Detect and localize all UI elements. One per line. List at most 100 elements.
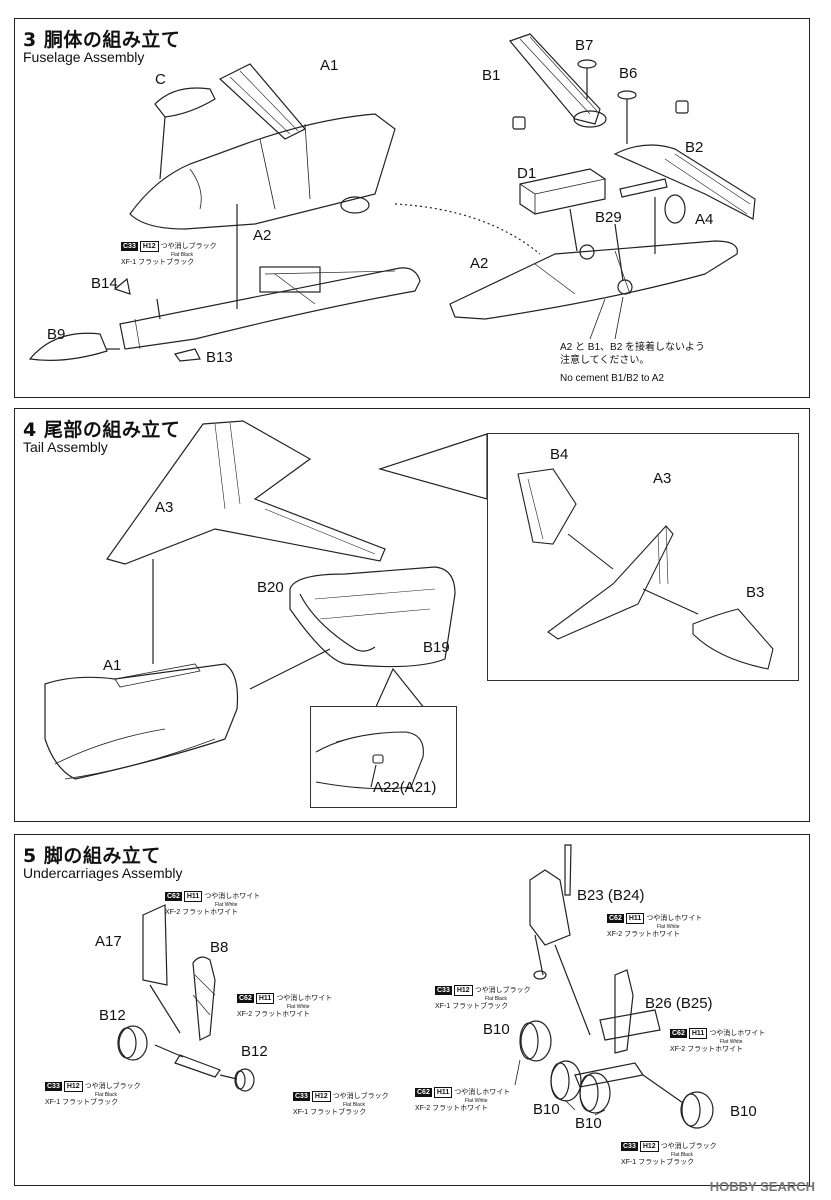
- step-3-panel: 3 胴体の組み立て Fuselage Assembly: [14, 18, 810, 398]
- paint-name-en: Flat Black: [485, 996, 507, 1002]
- paint-name-en: Flat White: [720, 1039, 743, 1045]
- watermark: HOBBY SEARCH: [709, 1179, 815, 1194]
- paint-name-jp: つや消しブラック: [474, 987, 531, 994]
- paint-code-h: H12: [453, 985, 473, 996]
- paint-name-jp: つや消しホワイト: [646, 915, 703, 922]
- part-label-a22: A22(A21): [373, 779, 437, 796]
- part-label-a4: A4: [695, 211, 714, 228]
- paint-name-jp: つや消しブラック: [84, 1083, 141, 1090]
- tail-inset-box: B4 A3 B3: [487, 433, 799, 681]
- part-label-b9: B9: [47, 326, 66, 343]
- part-label-b12-a: B12: [99, 1007, 126, 1024]
- step-title: 4 尾部の組み立て: [23, 419, 181, 441]
- paint-code-c: C33: [435, 986, 452, 995]
- paint-name-en: Flat White: [287, 1004, 310, 1010]
- paint-xf: XF-1 フラットブラック: [621, 1159, 695, 1166]
- paint-code-h: H12: [139, 241, 159, 252]
- paint-name-en: Flat White: [215, 902, 238, 908]
- step-title: 3 胴体の組み立て: [23, 29, 181, 51]
- paint-xf: XF-1 フラットブラック: [121, 259, 195, 266]
- paint-xf: XF-2 フラットホワイト: [670, 1046, 744, 1053]
- paint-name-jp: つや消しブラック: [660, 1143, 717, 1150]
- part-label-b23: B23 (B24): [577, 887, 645, 904]
- part-label-b29: B29: [595, 209, 622, 226]
- cement-note: A2 と B1、B2 を接着しないよう 注意してください。 No cement …: [560, 341, 705, 385]
- part-label-b10-d: B10: [730, 1103, 757, 1120]
- part-label-a2-right: A2: [470, 255, 489, 272]
- a22-detail-box: A22(A21): [310, 706, 457, 808]
- part-label-a2-left: A2: [253, 227, 272, 244]
- part-label-b10-a: B10: [483, 1021, 510, 1038]
- paint-code-h: H11: [688, 1028, 708, 1039]
- paint-code-h: H11: [625, 913, 645, 924]
- part-label-c: C: [155, 71, 166, 88]
- part-label-d1: D1: [517, 165, 537, 182]
- part-label-b14: B14: [91, 275, 118, 292]
- paint-name-jp: つや消しホワイト: [454, 1089, 511, 1096]
- part-label-b13: B13: [206, 349, 233, 366]
- paint-name-en: Flat Black: [343, 1102, 365, 1108]
- paint-code-c: C62: [607, 914, 624, 923]
- paint-code-c: C33: [293, 1092, 310, 1101]
- paint-code-c: C62: [415, 1088, 432, 1097]
- paint-name-jp: つや消しホワイト: [204, 893, 261, 900]
- part-label-a3: A3: [155, 499, 174, 516]
- paint-name-en: Flat Black: [171, 252, 193, 258]
- paint-name-en: Flat White: [465, 1098, 488, 1104]
- paint-xf: XF-2 フラットホワイト: [165, 909, 239, 916]
- cement-note-jp: A2 と B1、B2 を接着しないよう: [560, 342, 705, 353]
- paint-xf: XF-1 フラットブラック: [45, 1099, 119, 1106]
- paint-code-c: C62: [670, 1029, 687, 1038]
- fuselage-drawing: [28, 33, 756, 362]
- paint-name-jp: つや消しブラック: [332, 1093, 389, 1100]
- paint-name-jp: つや消しホワイト: [709, 1030, 766, 1037]
- part-label-b20: B20: [257, 579, 284, 596]
- paint-code-c: C62: [237, 994, 254, 1003]
- tail-drawing: [44, 420, 488, 780]
- part-label-b2: B2: [685, 139, 704, 156]
- paint-name-en: Flat Black: [95, 1092, 117, 1098]
- part-label-b26: B26 (B25): [645, 995, 713, 1012]
- step-4-panel: 4 尾部の組み立て Tail Assembly A22(A21): [14, 408, 810, 822]
- step-subtitle: Fuselage Assembly: [23, 49, 145, 65]
- part-label-a1: A1: [320, 57, 339, 74]
- paint-xf: XF-2 フラットホワイト: [237, 1011, 311, 1018]
- paint-name-en: Flat Black: [671, 1152, 693, 1158]
- undercarriage-drawing: [117, 844, 714, 1129]
- paint-xf: XF-1 フラットブラック: [435, 1003, 509, 1010]
- paint-code-c: C33: [121, 242, 138, 251]
- part-label-b8: B8: [210, 939, 229, 956]
- part-label-b12-b: B12: [241, 1043, 268, 1060]
- paint-code-h: H11: [433, 1087, 453, 1098]
- part-label-b1: B1: [482, 67, 501, 84]
- step-subtitle: Undercarriages Assembly: [23, 865, 183, 881]
- part-label-b4: B4: [550, 446, 569, 463]
- part-label-b7: B7: [575, 37, 594, 54]
- paint-xf: XF-2 フラットホワイト: [415, 1105, 489, 1112]
- part-label-b19: B19: [423, 639, 450, 656]
- paint-code-c: C33: [621, 1142, 638, 1151]
- part-label-a17: A17: [95, 933, 122, 950]
- paint-code-c: C33: [45, 1082, 62, 1091]
- paint-code-h: H11: [183, 891, 203, 902]
- paint-xf: XF-2 フラットホワイト: [607, 931, 681, 938]
- paint-code-h: H12: [63, 1081, 83, 1092]
- part-label-a1-tail: A1: [103, 657, 122, 674]
- cement-note-en: No cement B1/B2 to A2: [560, 373, 664, 384]
- paint-name-jp: つや消しホワイト: [276, 995, 333, 1002]
- part-label-b10-b: B10: [533, 1101, 560, 1118]
- paint-name-jp: つや消しブラック: [160, 243, 217, 250]
- paint-name-en: Flat White: [657, 924, 680, 930]
- part-label-b3: B3: [746, 584, 765, 601]
- paint-callout-black: C33 H12 つや消しブラック Flat Black XF-1 フラットブラッ…: [121, 241, 217, 267]
- part-label-b10-c: B10: [575, 1115, 602, 1132]
